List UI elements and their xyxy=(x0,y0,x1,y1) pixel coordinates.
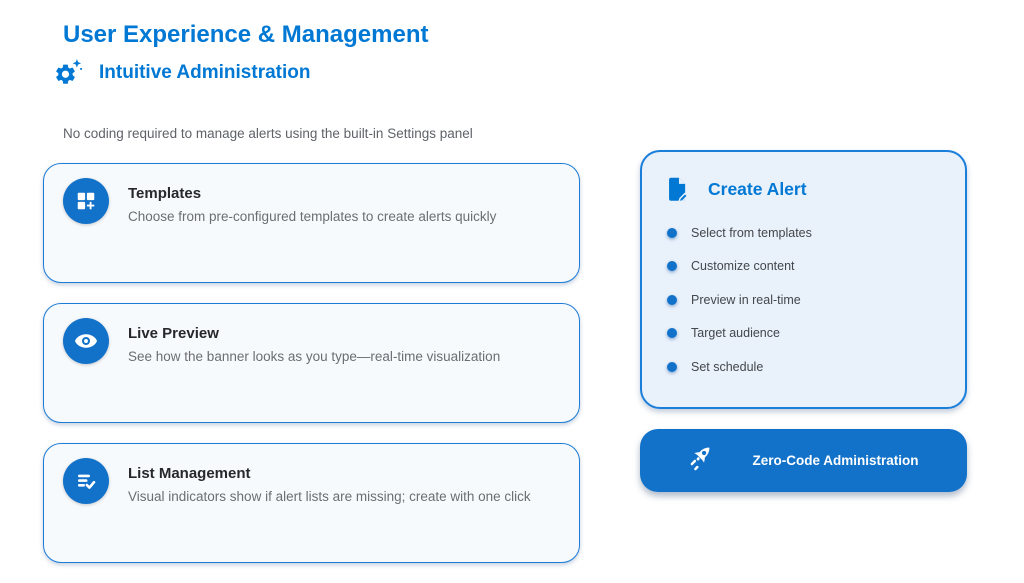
gear-sparkle-icon xyxy=(53,58,83,88)
create-alert-panel: Create Alert Select from templates Custo… xyxy=(640,150,967,409)
feature-title: List Management xyxy=(128,465,251,482)
eye-icon xyxy=(63,318,109,364)
step-label: Set schedule xyxy=(691,359,764,374)
feature-card-list-management: List Management Visual indicators show i… xyxy=(43,443,580,563)
step-item: Customize content xyxy=(664,250,943,284)
feature-text: Live Preview See how the banner looks as… xyxy=(128,318,500,364)
bullet-dot-icon xyxy=(667,294,677,305)
page-title: User Experience & Management xyxy=(63,21,429,48)
section-header: Intuitive Administration xyxy=(53,58,310,88)
bullet-dot-icon xyxy=(667,328,677,339)
rocket-icon xyxy=(688,444,718,477)
step-item: Preview in real-time xyxy=(664,283,943,317)
create-alert-steps: Select from templates Customize content … xyxy=(664,216,943,384)
feature-list: Templates Choose from pre-configured tem… xyxy=(43,163,580,583)
step-item: Set schedule xyxy=(664,350,943,384)
feature-card-live-preview: Live Preview See how the banner looks as… xyxy=(43,303,580,423)
step-label: Target audience xyxy=(691,326,780,341)
feature-description: See how the banner looks as you type—rea… xyxy=(128,349,501,364)
step-item: Target audience xyxy=(664,317,943,351)
bullet-dot-icon xyxy=(667,261,677,272)
feature-description: Choose from pre-configured templates to … xyxy=(128,209,497,224)
step-label: Customize content xyxy=(691,259,795,274)
bullet-dot-icon xyxy=(667,361,677,372)
feature-title: Live Preview xyxy=(128,325,219,342)
feature-card-templates: Templates Choose from pre-configured tem… xyxy=(43,163,580,283)
step-item: Select from templates xyxy=(664,216,943,250)
create-alert-header: Create Alert xyxy=(664,176,943,203)
step-label: Preview in real-time xyxy=(691,292,801,307)
document-edit-icon xyxy=(664,176,691,203)
bullet-dot-icon xyxy=(667,227,677,238)
panel-title: Create Alert xyxy=(708,179,807,199)
feature-text: Templates Choose from pre-configured tem… xyxy=(128,178,496,224)
zero-code-administration-button[interactable]: Zero-Code Administration xyxy=(640,429,967,492)
feature-title: Templates xyxy=(128,185,202,202)
dashboard-add-icon xyxy=(63,178,109,224)
section-title: Intuitive Administration xyxy=(99,62,311,83)
step-label: Select from templates xyxy=(691,225,812,240)
list-check-icon xyxy=(63,458,109,504)
feature-text: List Management Visual indicators show i… xyxy=(128,458,531,504)
button-label: Zero-Code Administration xyxy=(752,453,919,468)
feature-description: Visual indicators show if alert lists ar… xyxy=(128,489,531,504)
intro-text: No coding required to manage alerts usin… xyxy=(63,126,473,141)
